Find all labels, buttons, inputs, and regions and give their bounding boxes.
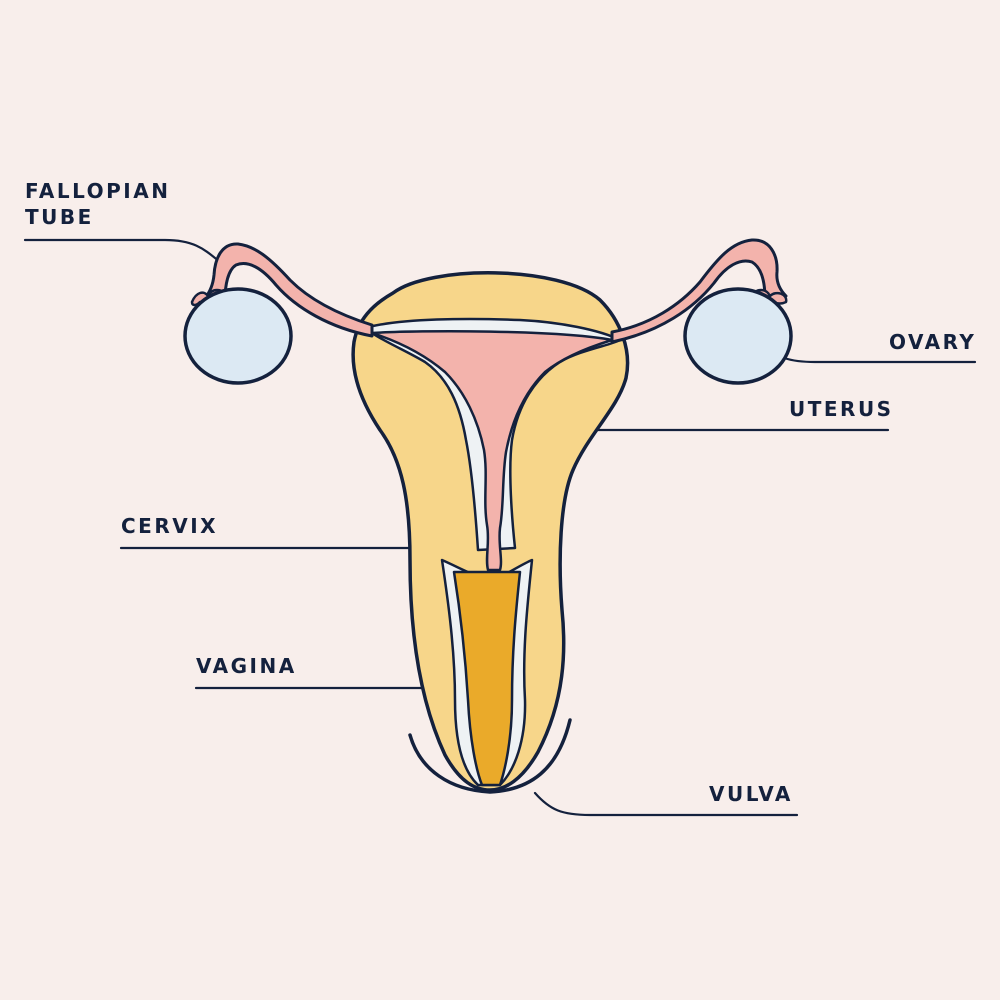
ovary-right bbox=[683, 287, 793, 385]
fallopian-tube-left bbox=[203, 242, 374, 338]
label-fallopian-tube: FALLOPIAN TUBE bbox=[25, 178, 170, 230]
label-fallopian-tube-line1: FALLOPIAN bbox=[25, 179, 171, 203]
fallopian-tube-right bbox=[610, 238, 788, 344]
vaginal-canal bbox=[452, 570, 522, 787]
ovary-left bbox=[183, 287, 293, 385]
label-ovary: OVARY bbox=[889, 330, 977, 354]
leader-line-fallopian-tube bbox=[23, 238, 222, 264]
label-fallopian-tube-line2: TUBE bbox=[25, 205, 94, 229]
label-vulva: VULVA bbox=[709, 782, 793, 806]
label-cervix: CERVIX bbox=[121, 514, 219, 538]
leader-line-vulva bbox=[533, 791, 799, 817]
label-vagina: VAGINA bbox=[196, 654, 297, 678]
vulva-arc bbox=[408, 718, 572, 794]
label-uterus: UTERUS bbox=[789, 397, 894, 421]
